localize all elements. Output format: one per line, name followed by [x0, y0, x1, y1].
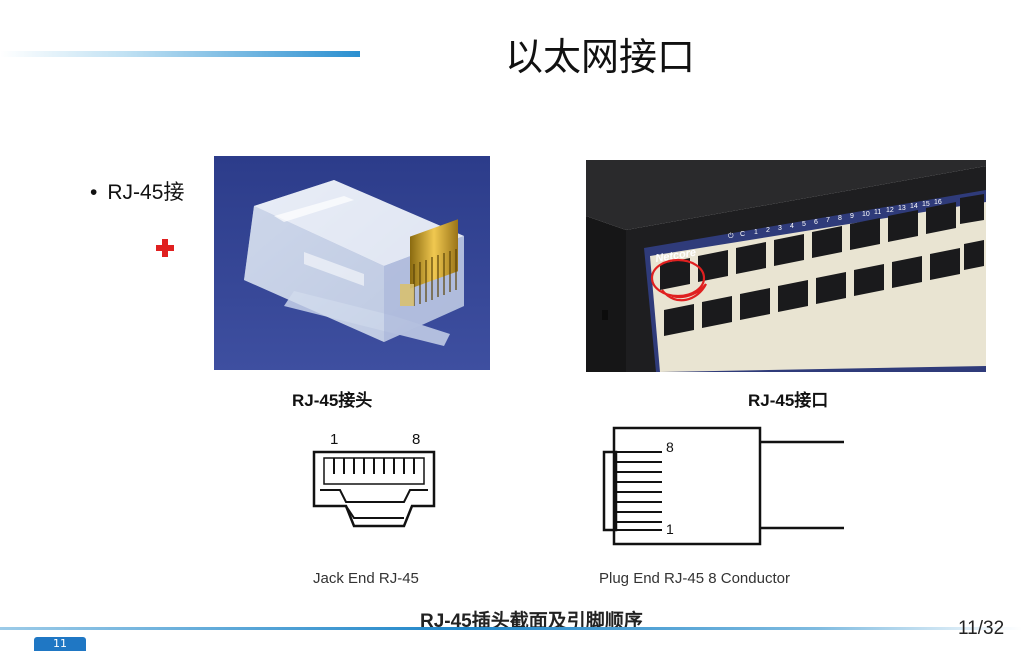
- annotation-circle-icon: [650, 258, 707, 302]
- slide-title: 以太网接口: [504, 35, 695, 79]
- ethernet-switch-photo: Netcore ⏻ C 1 2 3 4 5 6 7 8 9 10 11 12 1…: [586, 160, 986, 372]
- led-mark: 2: [766, 227, 770, 234]
- led-mark: 5: [802, 221, 806, 228]
- led-mark: C: [740, 231, 745, 238]
- plug-end-diagram: 8 1: [602, 426, 844, 546]
- title-accent-bar: [0, 51, 360, 57]
- led-mark: 3: [778, 225, 782, 232]
- led-mark: 10: [862, 211, 870, 218]
- jack-end-label: Jack End RJ-45: [313, 570, 419, 587]
- section-caption: RJ-45插头截面及引脚顺序: [420, 611, 643, 632]
- led-mark: 4: [790, 223, 794, 230]
- bullet-item: • RJ-45接: [90, 176, 184, 206]
- led-mark: ⏻: [728, 232, 734, 240]
- led-mark: 13: [898, 205, 906, 212]
- slide-number-tab: 11: [34, 637, 86, 651]
- led-mark: 6: [814, 219, 818, 226]
- jack-pin-last-label: 8: [412, 431, 420, 448]
- red-cross-icon: [156, 239, 174, 257]
- jack-pin-first-label: 1: [330, 431, 338, 448]
- led-mark: 1: [754, 229, 758, 236]
- led-mark: 16: [934, 199, 942, 206]
- led-mark: 11: [874, 209, 881, 216]
- page-number: 11/32: [958, 618, 1005, 639]
- led-mark: 12: [886, 207, 894, 214]
- led-mark: 15: [922, 201, 930, 208]
- bullet-dot: •: [90, 181, 98, 204]
- plug-pin-top-label: 8: [666, 439, 674, 455]
- bullet-text: RJ-45接: [107, 181, 185, 204]
- led-mark: 9: [850, 213, 854, 220]
- led-mark: 14: [910, 203, 918, 210]
- footer-accent-bar: [0, 627, 1022, 630]
- rj45-plug-photo: [214, 156, 490, 370]
- plug-pin-bottom-label: 1: [666, 521, 674, 537]
- caption-rj45-plug: RJ-45接头: [292, 391, 373, 410]
- led-mark: 8: [838, 215, 842, 222]
- caption-rj45-port: RJ-45接口: [748, 391, 829, 410]
- plug-end-label: Plug End RJ-45 8 Conductor: [599, 570, 790, 587]
- switch-led-labels: ⏻ C 1 2 3 4 5 6 7 8 9 10 11 12 13 14 15 …: [728, 199, 942, 240]
- jack-end-diagram: 1 8: [312, 431, 436, 528]
- led-mark: 7: [826, 217, 830, 224]
